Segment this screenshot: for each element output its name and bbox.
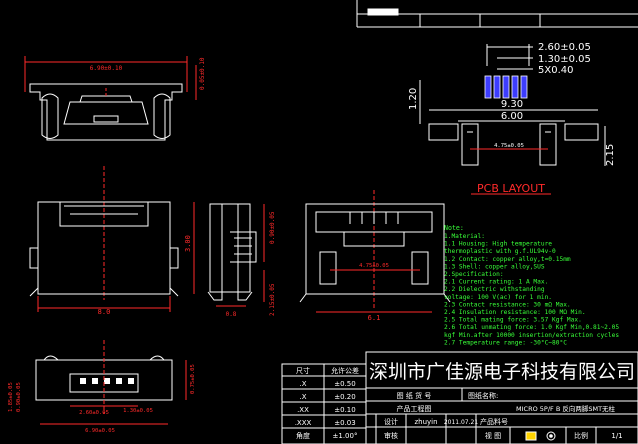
title-block-frame (365, 351, 638, 444)
note-line: 1.1 Housing: High temperature (444, 241, 552, 248)
drawing-no-label: 图 纸 货 号 (397, 391, 432, 400)
note-line: 2.6 Total unmating force: 1.0 Kgf Min,0.… (444, 324, 619, 331)
title-block-text: 深圳市广佳源电子科技有限公司 图 纸 货 号 图纸名称: 产品工程图 MICRO… (369, 361, 635, 441)
notes-heading: Note: (444, 224, 464, 232)
tol-row-3-value: ±0.10 (334, 406, 355, 414)
bottom-right-dim: 0.75±0.05 (190, 364, 196, 394)
side-dim-c: 0.8 (226, 311, 237, 318)
note-line: 2.5 Total mating force: 3.57 Kgf Max. (444, 317, 582, 324)
note-line: 1.3 Shell: copper alloy,SUS (444, 263, 545, 270)
bottom-left-dim-1: 1.85±0.05 (8, 382, 14, 412)
scale-value: 1/1 (611, 432, 622, 440)
bottom-contacts (80, 378, 134, 384)
header-frame (356, 0, 638, 28)
view-label: 视 图 (485, 431, 501, 440)
front-width-dim: 8.0 (98, 308, 111, 316)
tol-row-2-value: ±0.20 (334, 393, 355, 401)
note-line: 2.1 Current rating: 1 A Max. (444, 279, 548, 286)
part-no-label: 产品料号 (480, 417, 508, 426)
bottom-width-dim: 6.90±0.05 (85, 428, 115, 434)
rear-view: 4.75±0.05 6.1 (299, 190, 451, 322)
scale-label: 比例 (574, 431, 588, 440)
product-label: 产品工程图 (397, 404, 432, 413)
product-name: MICRO 5P/F B 反向两脚SMT无柱 (516, 404, 616, 413)
pcb-layout-title: PCB LAYOUT (477, 182, 545, 195)
design-date: 2011.07.21 (444, 419, 479, 426)
designer-label: 设计 (384, 417, 398, 426)
note-line: 2.4 Insulation resistance: 100 MΩ Min. (444, 309, 586, 316)
rear-width-dim: 6.1 (368, 314, 381, 322)
tol-row-1-value: ±0.50 (334, 380, 355, 388)
note-line: kgf Min.after 10000 insertion/extraction… (444, 332, 619, 339)
pcb-dim-2: 1.30±0.05 (538, 54, 591, 65)
note-line: 1.Material: (444, 233, 485, 240)
pcb-shell-pads (428, 123, 599, 166)
front-height-dim: 3.00 (184, 235, 192, 252)
notes-block: Note: 1.Material: 1.1 Housing: High temp… (444, 224, 619, 346)
tol-header-size: 尺寸 (296, 366, 310, 375)
pcb-width-inner: 6.00 (501, 111, 523, 122)
tol-row-4-size: .XXX (295, 419, 312, 427)
front-view: 3.00 8.0 (29, 166, 195, 316)
review-label: 审核 (384, 431, 398, 440)
tol-row-3-size: .XX (297, 406, 309, 414)
tol-row-1-size: .X (299, 380, 306, 388)
note-line: 2.Specification: (444, 271, 504, 278)
side-dim-a: 0.90±0.05 (269, 211, 276, 244)
bottom-center-dim: 2.60±0.05 (79, 410, 109, 416)
note-line: 1.2 Contact: copper alloy,t=0.15mm (444, 256, 571, 263)
pcb-dim-1: 2.60±0.05 (538, 42, 591, 53)
pcb-layout: 2.60±0.05 1.30±0.05 5X0.40 1.20 9.30 6.0… (408, 42, 616, 195)
drawing-name-label: 图纸名称: (468, 391, 498, 400)
tol-row-5-value: ±1.00° (333, 432, 358, 440)
top-view: 6.90±0.10 0.05±0.10 (24, 56, 206, 141)
tolerance-text: 尺寸 允许公差 .X ±0.50 .X ±0.20 .XX ±0.10 .XXX… (295, 366, 359, 440)
tol-row-4-value: ±0.03 (334, 419, 355, 427)
pcb-height-right: 2.15 (605, 144, 616, 166)
pcb-center-dim: 4.75±0.05 (494, 143, 524, 149)
rear-center-dim: 4.75±0.05 (359, 263, 389, 269)
tol-row-5-size: 角度 (296, 431, 310, 440)
note-line: 2.3 Contact resistance: 30 mΩ Max. (444, 301, 571, 308)
company-name: 深圳市广佳源电子科技有限公司 (369, 361, 635, 383)
note-line: 2.2 Dielectric withstanding (444, 286, 545, 293)
pcb-dim-3: 5X0.40 (538, 65, 573, 76)
note-line: voltage: 100 V(ac) for 1 min. (444, 294, 552, 301)
side-view: 0.90±0.05 2.15±0.05 0.8 (207, 203, 276, 318)
bottom-inner-dim: 1.30±0.05 (123, 408, 153, 414)
bottom-view: 1.85±0.05 0.90±0.05 2.60±0.05 1.30±0.05 … (8, 340, 196, 434)
note-line: 2.7 Temperature range: -30°C~80°C (444, 338, 567, 346)
tol-header-tolerance: 允许公差 (331, 366, 359, 375)
designer-name: zhuyin (414, 418, 437, 426)
pcb-width-total: 9.30 (501, 99, 523, 110)
pcb-height-left: 1.20 (408, 88, 419, 110)
pcb-signal-pads (484, 75, 528, 99)
projection-symbol-icon (525, 431, 556, 441)
top-width-dim: 6.90±0.10 (90, 65, 123, 72)
top-height-dim: 0.05±0.10 (199, 57, 206, 90)
tol-row-2-size: .X (299, 393, 306, 401)
bottom-left-dim-2: 0.90±0.05 (16, 382, 22, 412)
side-dim-b: 2.15±0.05 (269, 283, 276, 316)
note-line: thermoplastic with g.f.UL94v-0 (444, 248, 556, 255)
